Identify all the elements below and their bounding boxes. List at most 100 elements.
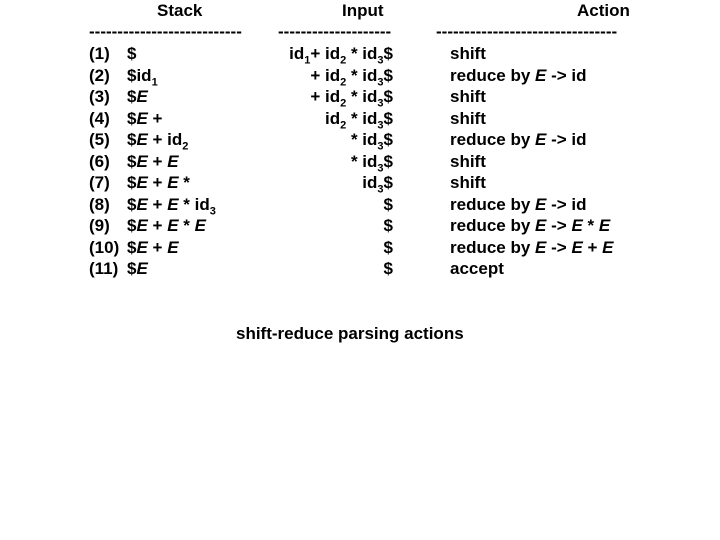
nonterminal: E <box>571 237 583 257</box>
text: shift <box>450 87 486 106</box>
text: $ <box>383 130 393 149</box>
nonterminal: E <box>535 216 547 235</box>
text: * id <box>350 130 378 149</box>
text: $ <box>383 151 393 171</box>
action-cell: shift <box>450 86 614 108</box>
text: + <box>147 151 168 171</box>
text: * id <box>346 65 378 85</box>
nonterminal: E <box>535 65 547 85</box>
nonterminal: E <box>598 216 611 235</box>
text: $ <box>127 87 137 106</box>
text: $ <box>127 194 137 214</box>
text: $ <box>127 130 137 149</box>
row-number: (2) <box>89 65 110 85</box>
action-cell: reduce by E -> id <box>450 194 614 216</box>
text: $ <box>127 151 137 171</box>
nonterminal: E <box>136 237 148 257</box>
input-cell: $ <box>243 215 393 237</box>
subscript: 3 <box>377 183 384 196</box>
column-header-input: Input <box>342 1 384 20</box>
dashed-rule-stack: --------------------------- <box>89 22 242 41</box>
text: $ <box>383 65 393 85</box>
input-column: id1+ id2 * id3$+ id2 * id3$+ id2 * id3$i… <box>243 43 393 280</box>
nonterminal: E <box>136 87 148 106</box>
action-cell: reduce by E -> E + E <box>450 237 614 259</box>
text: * id <box>346 87 378 106</box>
nonterminal: E <box>167 194 179 214</box>
text: + id <box>310 87 341 106</box>
text: $ <box>127 237 137 257</box>
text: shift <box>450 44 486 63</box>
text: $id <box>127 65 152 85</box>
text: reduce by <box>450 237 536 257</box>
text: id <box>362 173 378 192</box>
input-cell: $ <box>243 237 393 259</box>
text: -> id <box>546 194 587 214</box>
row-number: (11) <box>89 259 119 278</box>
text: shift <box>450 151 486 171</box>
text: reduce by <box>450 194 536 214</box>
subscript: 3 <box>377 97 384 110</box>
row-number: (10) <box>89 237 120 257</box>
text: shift <box>450 108 486 128</box>
text: -> id <box>546 65 587 85</box>
stack-cell: $E + E <box>127 237 216 259</box>
input-cell: + id2 * id3$ <box>243 65 393 88</box>
action-cell: shift <box>450 151 614 173</box>
nonterminal: E <box>167 173 179 192</box>
row-number: (5) <box>89 130 110 149</box>
column-header-stack: Stack <box>157 1 203 20</box>
row-number-column: (1)(2)(3)(4)(5)(6)(7)(8)(9)(10)(11) <box>89 43 126 280</box>
text: * <box>178 173 190 192</box>
text: $ <box>127 44 137 63</box>
action-cell: shift <box>450 43 614 65</box>
nonterminal: E <box>535 130 547 149</box>
stack-cell: $ <box>127 43 216 65</box>
nonterminal: E <box>194 216 206 235</box>
subscript: 2 <box>182 140 189 153</box>
text: $ <box>383 259 393 278</box>
text: + <box>582 237 603 257</box>
input-cell: * id3$ <box>243 129 393 153</box>
nonterminal: E <box>535 237 547 257</box>
action-cell: shift <box>450 172 614 194</box>
row-number: (4) <box>89 108 110 128</box>
subscript: 3 <box>209 204 216 217</box>
subscript: 2 <box>340 97 347 110</box>
subscript: 3 <box>377 161 384 174</box>
action-cell: reduce by E -> E * E <box>450 215 614 237</box>
text: * <box>178 216 195 235</box>
figure-caption: shift-reduce parsing actions <box>236 324 464 343</box>
text: -> <box>546 216 572 235</box>
text: -> id <box>546 130 587 149</box>
stack-cell: $E <box>127 86 216 108</box>
text: $ <box>383 216 393 235</box>
text: + <box>147 173 168 192</box>
subscript: 3 <box>377 140 384 153</box>
nonterminal: E <box>136 151 148 171</box>
subscript: 3 <box>377 118 384 131</box>
text: + <box>147 216 168 235</box>
action-cell: shift <box>450 108 614 130</box>
nonterminal: E <box>136 259 148 278</box>
subscript: 1 <box>304 54 311 67</box>
text: shift <box>450 173 486 192</box>
stack-cell: $E + E * id3 <box>127 194 216 217</box>
text: $ <box>383 194 393 214</box>
action-cell: accept <box>450 258 614 280</box>
subscript: 2 <box>340 118 347 131</box>
nonterminal: E <box>136 130 148 149</box>
text: $ <box>127 108 137 128</box>
stack-cell: $E + id2 <box>127 129 216 153</box>
text: id <box>325 108 341 128</box>
nonterminal: E <box>136 108 148 128</box>
text: reduce by <box>450 216 536 235</box>
nonterminal: E <box>571 216 583 235</box>
nonterminal: E <box>602 237 614 257</box>
text: * id <box>346 44 378 63</box>
text: $ <box>383 237 393 257</box>
row-number: (8) <box>89 194 110 214</box>
subscript: 3 <box>377 75 384 88</box>
text: * id <box>178 194 210 214</box>
